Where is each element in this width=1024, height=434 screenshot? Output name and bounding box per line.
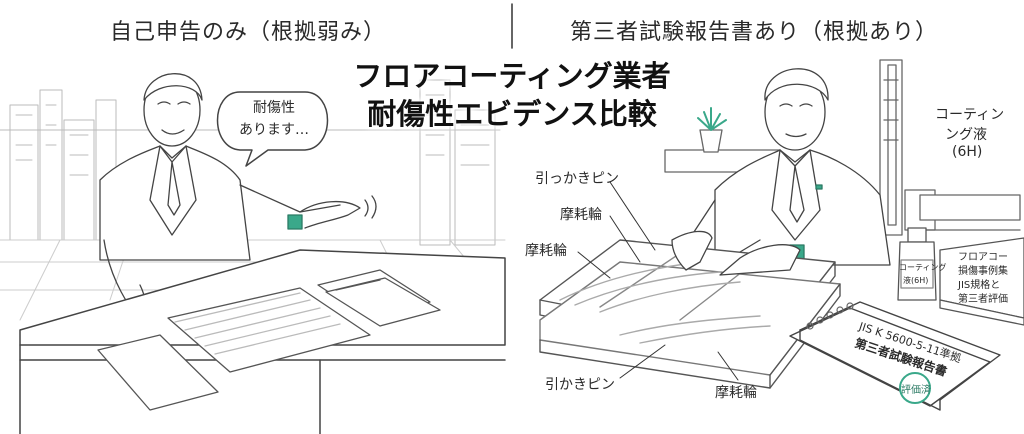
- label-scratch-pin-top: 引っかきピン: [535, 171, 619, 187]
- annotation-lines: [577, 181, 739, 381]
- bottle-label-2: 液(6H): [903, 276, 929, 285]
- approval-stamp: [899, 372, 931, 404]
- test-report: [789, 301, 1001, 411]
- label-coating-fluid-3: (6H): [952, 144, 983, 160]
- speech-line-1: 耐傷性: [253, 100, 295, 116]
- book-title-1: フロアコー: [958, 252, 1008, 263]
- label-scratch-pin-bottom: 引かきピン: [545, 377, 615, 393]
- label-wheel-2: 摩耗輪: [525, 243, 567, 259]
- case-book: [939, 237, 1024, 326]
- label-coating-fluid-2: ング液: [945, 127, 987, 143]
- book-title-2: 損傷事例集: [958, 266, 1008, 277]
- left-heading: 自己申告のみ（根拠弱み）: [110, 20, 387, 45]
- label-wheel-3: 摩耗輪: [715, 385, 757, 401]
- label-coating-fluid-1: コーティン: [935, 107, 1005, 123]
- book-title-3: JIS規格と: [958, 280, 1001, 291]
- label-wheel-1: 摩耗輪: [560, 207, 602, 223]
- scratch-test-machine: [879, 59, 1021, 236]
- right-heading: 第三者試験報告書あり（根拠あり）: [570, 20, 939, 45]
- salesman-left: [99, 73, 377, 326]
- book-title-4: 第三者評価: [958, 294, 1008, 305]
- speech-bubble: [216, 91, 329, 167]
- left-documents: [97, 269, 441, 411]
- main-title-line-1: フロアコーティング業者: [353, 59, 671, 93]
- coating-bottle: [897, 227, 937, 301]
- main-title-line-2: 耐傷性エビデンス比較: [367, 97, 657, 131]
- speech-line-2: あります…: [239, 122, 309, 138]
- stamp-text: 評価済: [901, 385, 931, 396]
- wristwatch-left: [287, 214, 303, 230]
- bottle-label-1: コーティング: [899, 263, 947, 272]
- pointing-hands: [671, 230, 801, 276]
